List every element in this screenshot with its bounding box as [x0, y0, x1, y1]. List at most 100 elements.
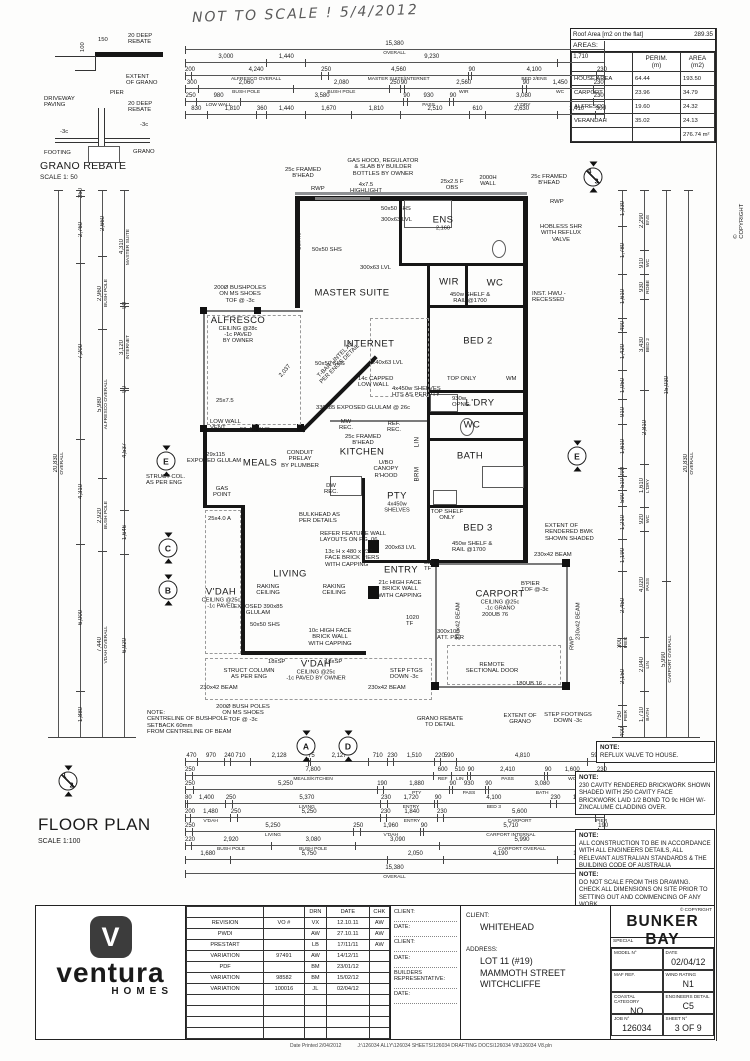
plan-element-ln [104, 142, 150, 143]
ventura-logo-icon: V [89, 916, 132, 958]
roof-area-label: Roof Area [m2 on the flat] [573, 30, 644, 38]
revision-cell: 100016 [263, 983, 305, 995]
dimension-segment: 290 [612, 467, 634, 477]
plan-element-b [566, 563, 568, 688]
dimension-segment: 90 [114, 386, 136, 393]
revision-cell: VO # [263, 917, 305, 929]
dimension-segment: 3,000 [184, 54, 267, 67]
room-label-wir: WIR [439, 276, 459, 288]
copyright-text: © COPYRIGHT [680, 907, 712, 912]
plan-element-w [427, 438, 525, 441]
revision-cell [263, 1016, 305, 1028]
address-label: ADDRESS: [466, 946, 498, 953]
section-marker-B: B [158, 580, 178, 600]
dimension-segment: 90 [400, 80, 407, 93]
revision-cell [368, 961, 391, 973]
dimension-segment: 7,200 [70, 263, 92, 440]
plan-element-ln [716, 28, 717, 1041]
dimension-segment: 230 [593, 93, 605, 106]
annotation: 230x42 BEAM [200, 685, 238, 691]
plan-element-ln [95, 56, 96, 70]
revision-cell [326, 1027, 370, 1039]
annotation: EXTENT OF GRANO [126, 74, 158, 87]
print-footer: Date Printed 2/04/2012 J:\126034 ALLY\12… [290, 1043, 552, 1049]
annotation: CONDUIT PRELAY BY PLUMBER [281, 450, 319, 469]
annotation: EXTENT OF RENDERED BWK SHOWN SHADED [545, 523, 594, 542]
dimension-segment: 1,810 [207, 106, 258, 119]
annotation: 200Ø BUSHPOLES ON MS SHOES TOF @ -3c [213, 285, 267, 304]
plan-element-w [205, 505, 245, 508]
dimension-segment: 610 [468, 106, 486, 119]
annotation: 240x63 LVL [372, 360, 404, 366]
plan-element-w [295, 196, 300, 308]
plan-element-d [205, 658, 432, 700]
dimension-segment: 1,400 [186, 795, 226, 809]
dimension-segment: 15,030 [656, 189, 678, 582]
plan-element-w [399, 196, 402, 266]
annotation: -3c [140, 122, 149, 128]
plan-element-ln [98, 108, 99, 146]
plan-element-ws [295, 192, 527, 195]
annotation: 25c FRAMED B'HEAD [530, 174, 568, 187]
revision-cell [263, 994, 305, 1006]
signature-block: CLIENT:DATE:CLIENT:DATE:BUILDERS REPRESE… [391, 906, 461, 1039]
dimension-segment: 1,330 [612, 189, 634, 227]
dimension-segment: 250 [184, 781, 195, 795]
plan-element-w [427, 305, 525, 308]
plan-element-w [295, 196, 527, 201]
plan-element-fx [88, 146, 120, 163]
plan-element-d [207, 315, 301, 425]
annotation: 18xSP [325, 659, 343, 665]
dimension-segment: 1,510 [393, 753, 435, 767]
titleblock-field: JOB N°126034 [611, 1014, 663, 1036]
revision-cell: 12.10.11 [326, 917, 370, 929]
titleblock-field: MODEL N° [611, 948, 663, 970]
plan-element-p [562, 559, 570, 567]
revision-cell [303, 1016, 328, 1028]
plan-element-p [562, 682, 570, 690]
annotation: 18xSP [268, 659, 286, 665]
revision-cell: REVISION [185, 917, 265, 929]
annotation: 180UB 16 [516, 681, 543, 687]
plan-element-w [362, 560, 430, 563]
annotation: LOW WALL VENT [210, 419, 241, 432]
annotation: B'PIER TOF @-3c [521, 581, 549, 594]
plan-element-b [315, 197, 370, 200]
special-label: SPECIAL [611, 937, 714, 947]
annotation: 20 DEEP REBATE [128, 101, 153, 114]
plan-element-b [203, 310, 303, 312]
floor-plan-scale-text: SCALE 1:100 [38, 838, 81, 845]
revision-cell [368, 983, 391, 995]
floor-plan-title: FLOOR PLAN SCALE 1:100 [38, 815, 151, 845]
plan-element-ln [55, 56, 95, 57]
revision-cell: PDF [185, 961, 265, 973]
annotation: GAS POINT [213, 486, 231, 499]
plan-element-ln [104, 138, 150, 139]
annotation: 25x7.5 [216, 398, 234, 404]
annotation: 50x50 SHS [315, 361, 345, 367]
room-label-bed-2: BED 2 [463, 335, 493, 347]
annotation: STEP FOOTINGS DOWN -3c [544, 712, 592, 725]
job-title: BUNKER BAY [626, 913, 699, 948]
client-address: LOT 11 (#19) MAMMOTH STREET WITCHCLIFFE [480, 956, 566, 989]
roof-area-value: 289.35 [694, 30, 713, 38]
client-label: CLIENT: [466, 912, 490, 919]
